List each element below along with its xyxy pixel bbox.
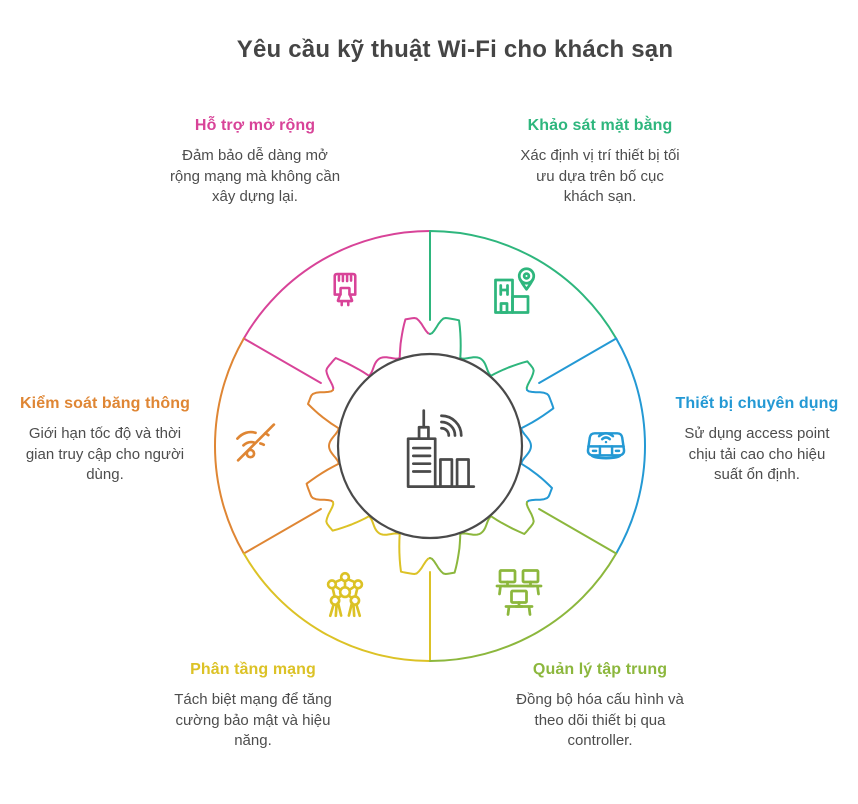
- section-icon-wrap: [485, 262, 545, 322]
- section-quan-ly-tap-trung: Quản lý tập trung Đồng bộ hóa cấu hình v…: [480, 661, 720, 752]
- section-kiem-soat-bang-thong: Kiểm soát băng thông Giới hạn tốc độ và …: [10, 395, 200, 486]
- section-khao-sat-mat-bang: Khảo sát mặt bằng Xác định vị trí thiết …: [490, 117, 710, 208]
- segment-outline-kiem-soat-bang-thong: [214, 337, 322, 555]
- section-label: Thiết bị chuyên dụng: [675, 395, 839, 412]
- ethernet-plug-icon: [333, 272, 357, 307]
- section-label: Phân tầng mạng: [190, 661, 316, 678]
- section-label: Kiểm soát băng thông: [20, 395, 190, 412]
- wifi-limit-icon: [236, 423, 276, 462]
- section-icon-wrap: [227, 413, 285, 471]
- segment-outline-ho-tro-mo-rong: [242, 230, 431, 384]
- section-label: Hỗ trợ mở rộng: [194, 117, 316, 134]
- segment-outline-quan-ly-tap-trung: [429, 508, 618, 662]
- page-title: Yêu cầu kỹ thuật Wi-Fi cho khách sạn: [236, 36, 674, 63]
- segment-inner-edge-thiet-bi-chuyen-dung: [520, 389, 555, 503]
- hub-icon-wrap: [380, 397, 480, 497]
- section-icon-wrap: [489, 562, 549, 622]
- section-ho-tro-mo-rong: Hỗ trợ mở rộng Đảm bảo dễ dàng mở rộng m…: [145, 117, 365, 208]
- segment-inner-edge-quan-ly-tap-trung: [429, 501, 535, 575]
- section-body: Đảm bảo dễ dàng mở rộng mạng mà không cầ…: [169, 147, 341, 206]
- section-icon-wrap: [317, 267, 373, 323]
- monitors-icon: [495, 569, 543, 616]
- section-body: Xác định vị trí thiết bị tối ưu dựa trên…: [520, 147, 680, 206]
- segment-outline-phan-tang-mang: [242, 552, 431, 662]
- segment-outline-thiet-bi-chuyen-dung: [538, 337, 646, 555]
- segment-inner-edge-phan-tang-mang: [325, 501, 431, 575]
- wheel-segments: [214, 230, 646, 662]
- section-body: Giới hạn tốc độ và thời gian truy cập ch…: [25, 425, 185, 484]
- hotel-location-icon: [494, 267, 536, 314]
- segment-inner-edge-ho-tro-mo-rong: [325, 317, 431, 391]
- segment-inner-edge-kiem-soat-bang-thong: [305, 389, 340, 503]
- section-icon-wrap: [316, 566, 374, 624]
- segment-inner-edge-khao-sat-mat-bang: [429, 317, 535, 391]
- section-body: Tách biệt mạng để tăng cường bảo mật và …: [174, 691, 332, 750]
- section-body: Đồng bộ hóa cấu hình và theo dõi thiết b…: [516, 691, 684, 750]
- building-wifi-icon: [406, 409, 476, 488]
- segment-outline-khao-sat-mat-bang: [429, 230, 618, 340]
- section-phan-tang-mang: Phân tầng mạng Tách biệt mạng để tăng cư…: [145, 661, 361, 752]
- section-label: Khảo sát mặt bằng: [527, 117, 673, 134]
- hub-circle: [336, 352, 524, 540]
- section-body: Sử dụng access point chịu tải cao cho hi…: [684, 425, 830, 484]
- section-label: Quản lý tập trung: [532, 661, 668, 678]
- access-point-icon: [586, 432, 626, 460]
- section-icon-wrap: [579, 418, 633, 472]
- network-cluster-icon: [326, 571, 364, 618]
- section-thiet-bi-chuyen-dung: Thiết bị chuyên dụng Sử dụng access poin…: [664, 395, 850, 486]
